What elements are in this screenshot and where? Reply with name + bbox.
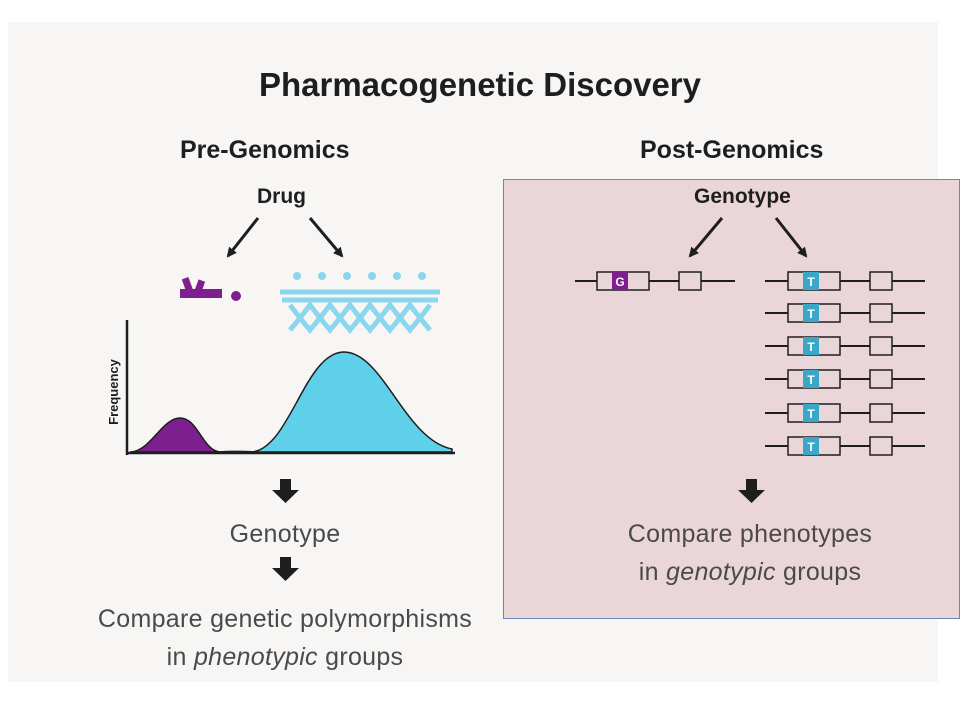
arrow-to-allele-g: [688, 217, 724, 258]
gene-strand-t-group: T T T T T T: [765, 271, 925, 456]
pre-step-genotype: Genotype: [229, 520, 341, 548]
frequency-distribution-chart: Frequency: [106, 320, 455, 455]
allele-t-label: T: [807, 275, 815, 289]
post-genomics-panel: [503, 179, 960, 619]
allele-t-label: T: [807, 340, 815, 354]
gene-strand-t: T: [765, 403, 925, 423]
pre-step-compare-line1: Compare genetic polymorphisms: [97, 605, 473, 633]
gene-strand-g: G: [575, 271, 735, 291]
poor-responder-peak: [129, 417, 221, 453]
arrow-down-2: [272, 557, 299, 581]
arrow-to-allele-t-group: [774, 217, 808, 258]
gene-strand-t: T: [765, 369, 925, 389]
arrow-to-normal-responders: [308, 217, 344, 258]
gene-strand-t: T: [765, 436, 925, 456]
normal-responder-peak: [251, 351, 453, 453]
pre-step-compare-line2: in phenotypic groups: [166, 643, 404, 671]
page-title: Pharmacogenetic Discovery: [258, 66, 702, 103]
post-step-compare-line1: Compare phenotypes: [627, 520, 873, 548]
genotype-input-label: Genotype: [694, 185, 791, 208]
allele-t-label: T: [807, 373, 815, 387]
arrow-down-post: [738, 479, 765, 503]
gene-strand-t: T: [765, 303, 925, 323]
allele-g-label: G: [615, 275, 624, 289]
gene-strand-t: T: [765, 336, 925, 356]
drug-label: Drug: [257, 185, 306, 208]
allele-t-label: T: [807, 440, 815, 454]
pre-genomics-heading: Pre-Genomics: [180, 136, 350, 164]
normal-responders-crowd-icon: [280, 272, 440, 334]
post-genomics-heading: Post-Genomics: [640, 136, 824, 164]
allele-t-label: T: [807, 307, 815, 321]
y-axis-label: Frequency: [106, 358, 121, 425]
arrow-down-1: [272, 479, 299, 503]
post-step-compare-line2: in genotypic groups: [638, 558, 862, 586]
arrow-to-poor-responder: [226, 217, 260, 258]
gene-strand-t: T: [765, 271, 925, 291]
poor-responder-figure-icon: [180, 277, 241, 301]
allele-t-label: T: [807, 407, 815, 421]
